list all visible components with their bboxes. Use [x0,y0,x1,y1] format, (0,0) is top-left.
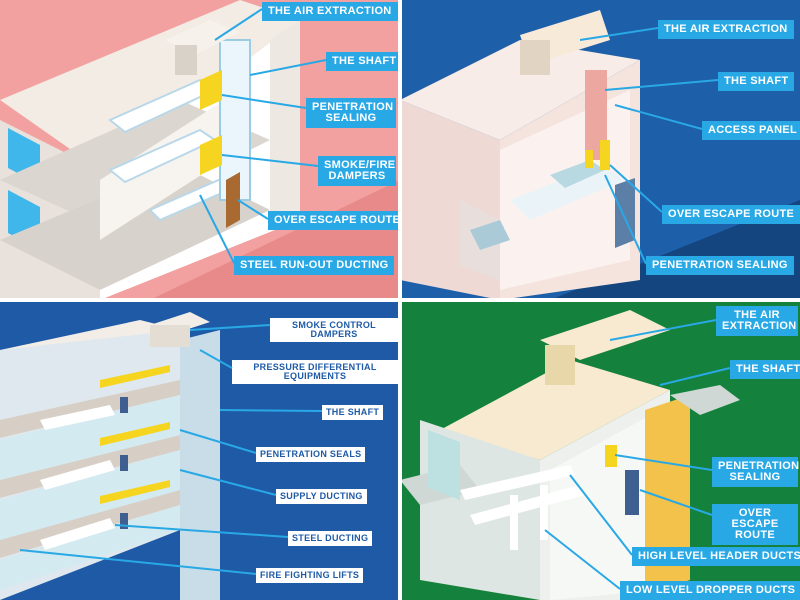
leader-lines-bottom-right [544,319,731,590]
panel-top-right: THE AIR EXTRACTION THE SHAFT ACCESS PANE… [400,0,800,300]
label-shaft: THE SHAFT [326,52,400,71]
leader-lines-top-left [199,8,327,264]
building-illustration-bottom-right [400,310,740,600]
panel-top-left: THE AIR EXTRACTION THE SHAFT PENETRATION… [0,0,400,300]
label-penetration-sealing: PENETRATION SEALING [306,98,396,128]
panel-bottom-right: THE AIR EXTRACTION THE SHAFT PENETRATION… [400,300,800,600]
panel-divider-horizontal [0,298,800,302]
label-air-extraction: THE AIR EXTRACTION [716,306,798,336]
label-over-escape-route: OVER ESCAPE ROUTE [662,205,800,224]
label-steel-ducting: STEEL DUCTING [288,531,373,546]
building-illustration-top-right [400,10,800,300]
label-shaft: THE SHAFT [718,72,795,91]
building-illustration-bottom-left [0,312,220,600]
label-over-escape-route: OVER ESCAPE ROUTE [712,504,798,545]
label-penetration-sealing: PENETRATION SEALING [712,457,799,487]
leader-lines-top-right [579,27,719,265]
label-smoke-fire-dampers: SMOKE/FIRE DAMPERS [318,156,396,186]
building-illustration-top-left [0,0,400,300]
label-penetration-sealing: PENETRATION SEALING [646,256,794,275]
label-shaft: THE SHAFT [730,360,800,379]
panel-bottom-left: SMOKE CONTROL DAMPERS PRESSURE DIFFERENT… [0,300,400,600]
label-over-escape-route: OVER ESCAPE ROUTE [268,211,400,230]
label-smoke-control-dampers: SMOKE CONTROL DAMPERS [270,318,398,342]
label-supply-ducting: SUPPLY DUCTING [276,489,367,504]
label-low-level-dropper-ducts: LOW LEVEL DROPPER DUCTS [620,581,800,600]
label-air-extraction: THE AIR EXTRACTION [262,2,398,21]
leader-lines-bottom-left [19,324,323,575]
label-steel-run-out-ducting: STEEL RUN-OUT DUCTING [234,256,395,275]
label-shaft: THE SHAFT [322,405,384,420]
label-pressure-differential-equipments: PRESSURE DIFFERENTIAL EQUIPMENTS [232,360,398,384]
label-penetration-seals: PENETRATION SEALS [256,447,366,462]
label-access-panel: ACCESS PANEL [702,121,800,140]
label-fire-fighting-lifts: FIRE FIGHTING LIFTS [256,568,364,583]
label-air-extraction: THE AIR EXTRACTION [658,20,794,39]
label-high-level-header-ducts: HIGH LEVEL HEADER DUCTS [632,547,800,566]
